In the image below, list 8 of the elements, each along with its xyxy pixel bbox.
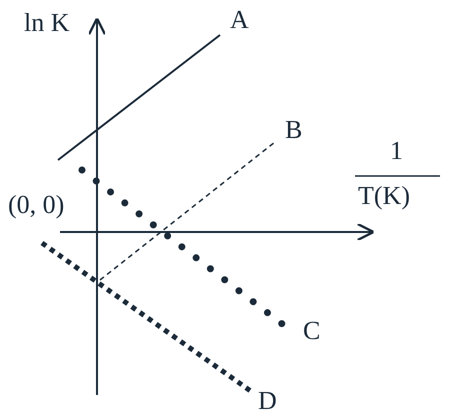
axis-label: 1 xyxy=(390,138,403,164)
line-label: D xyxy=(258,388,277,414)
axis-label: T(K) xyxy=(358,183,410,209)
line-label: B xyxy=(285,117,302,143)
origin-label: (0, 0) xyxy=(8,192,64,218)
line-label: A xyxy=(230,7,249,33)
axis-label: ln K xyxy=(24,10,70,36)
line-label: C xyxy=(303,318,320,344)
